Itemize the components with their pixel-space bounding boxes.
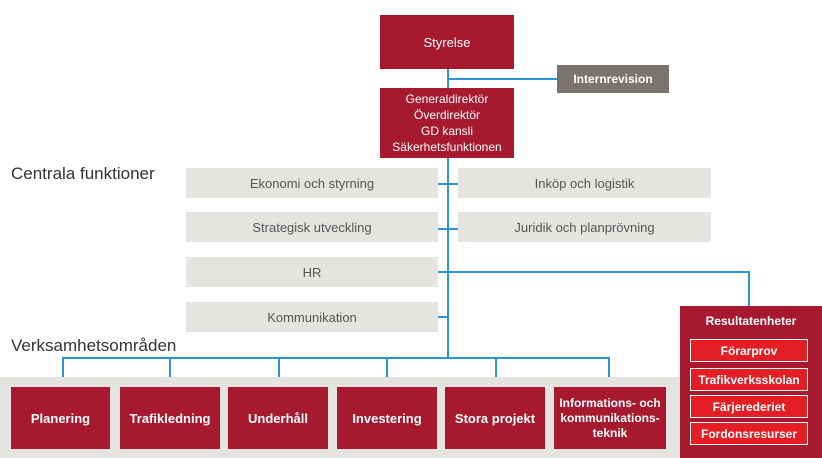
central-function-box: Strategisk utveckling (186, 212, 438, 242)
connector-line (386, 357, 388, 387)
connector-line (495, 357, 497, 387)
operations-label: Verksamhetsområden (11, 336, 177, 355)
connector-line (748, 271, 750, 306)
connector-line (438, 183, 458, 185)
result-unit-box: Färjerederiet (690, 395, 808, 418)
connector-line (438, 316, 448, 318)
audit-box: Internrevision (557, 65, 669, 93)
central-function-box: Ekonomi och styrning (186, 168, 438, 198)
operation-box: Stora projekt (445, 387, 545, 449)
result-units-title: Resultatenheter (705, 314, 797, 328)
central-function-box: HR (186, 257, 438, 287)
operation-box: Underhåll (228, 387, 328, 449)
connector-line (438, 228, 458, 230)
connector-line (278, 357, 280, 387)
connector-line (438, 271, 750, 273)
central-function-box: Inköp och logistik (458, 168, 711, 198)
result-unit-box: Trafikverksskolan (690, 368, 808, 391)
operation-box: Informations- och kommunikations- teknik (554, 387, 666, 449)
central-function-box: Kommunikation (186, 302, 438, 332)
operation-box: Investering (337, 387, 437, 449)
result-unit-box: Förarprov (690, 339, 808, 362)
connector-line (62, 357, 610, 359)
connector-line (447, 158, 449, 358)
connector-line (608, 357, 610, 387)
director-box: Generaldirektör Överdirektör GD kansli S… (380, 88, 514, 158)
operation-box: Planering (11, 387, 110, 449)
central-function-box: Juridik och planprövning (458, 212, 711, 242)
central-functions-label: Centrala funktioner (11, 164, 155, 183)
result-unit-box: Fordonsresurser (690, 422, 808, 445)
result-units-panel: Resultatenheter Förarprov Trafikverkssko… (680, 306, 822, 458)
connector-line (169, 357, 171, 387)
connector-line (447, 78, 557, 80)
board-box: Styrelse (380, 15, 514, 69)
connector-line (62, 357, 64, 387)
operation-box: Trafikledning (120, 387, 220, 449)
